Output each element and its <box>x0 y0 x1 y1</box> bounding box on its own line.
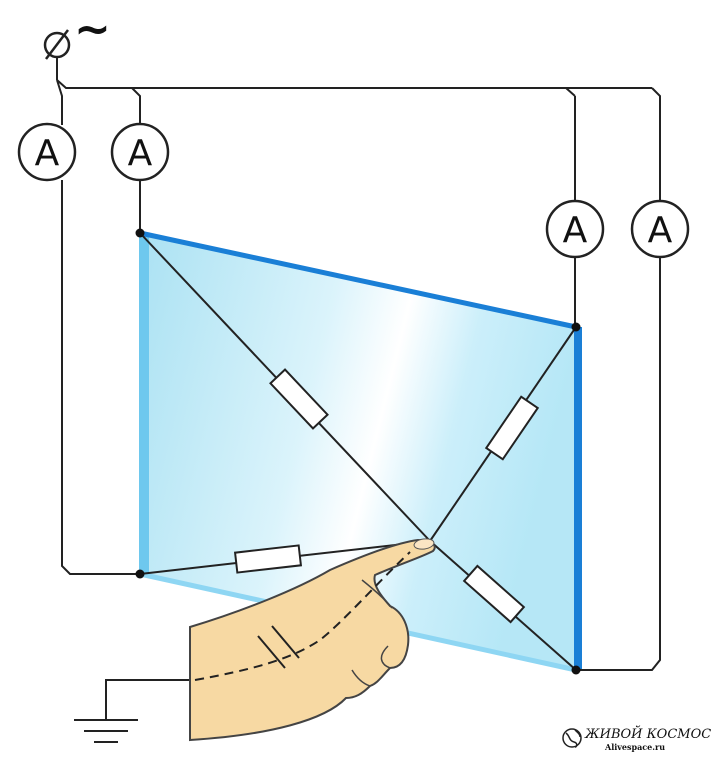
ammeter-2: A <box>110 122 170 182</box>
top-electrode-edge <box>139 230 577 330</box>
watermark-subtitle: Alivespace.ru <box>604 742 665 752</box>
capacitor-icon <box>257 625 300 669</box>
resistor-icon <box>462 564 526 624</box>
ac-tilde: ~ <box>74 4 111 55</box>
hand-icon <box>189 538 436 742</box>
ammeter-3: A <box>545 199 605 259</box>
ground-icon <box>74 719 138 743</box>
ammeter-label: A <box>648 210 673 251</box>
resistor-icon <box>269 368 329 430</box>
globe-icon <box>562 728 582 748</box>
resistor-icon <box>233 544 303 574</box>
junction-dots <box>135 228 581 675</box>
watermark: ЖИВОЙ КОСМОС Alivespace.ru <box>562 724 711 752</box>
ammeter-1: A <box>17 122 77 182</box>
ac-source: ~ <box>43 4 111 60</box>
ammeter-label: A <box>128 133 153 174</box>
watermark-title: ЖИВОЙ КОСМОС <box>584 724 711 742</box>
ammeter-label: A <box>563 210 588 251</box>
ammeter-4: A <box>630 199 690 259</box>
resistor-icon <box>484 395 540 461</box>
fingernail <box>413 538 435 550</box>
ammeter-label: A <box>35 133 60 174</box>
